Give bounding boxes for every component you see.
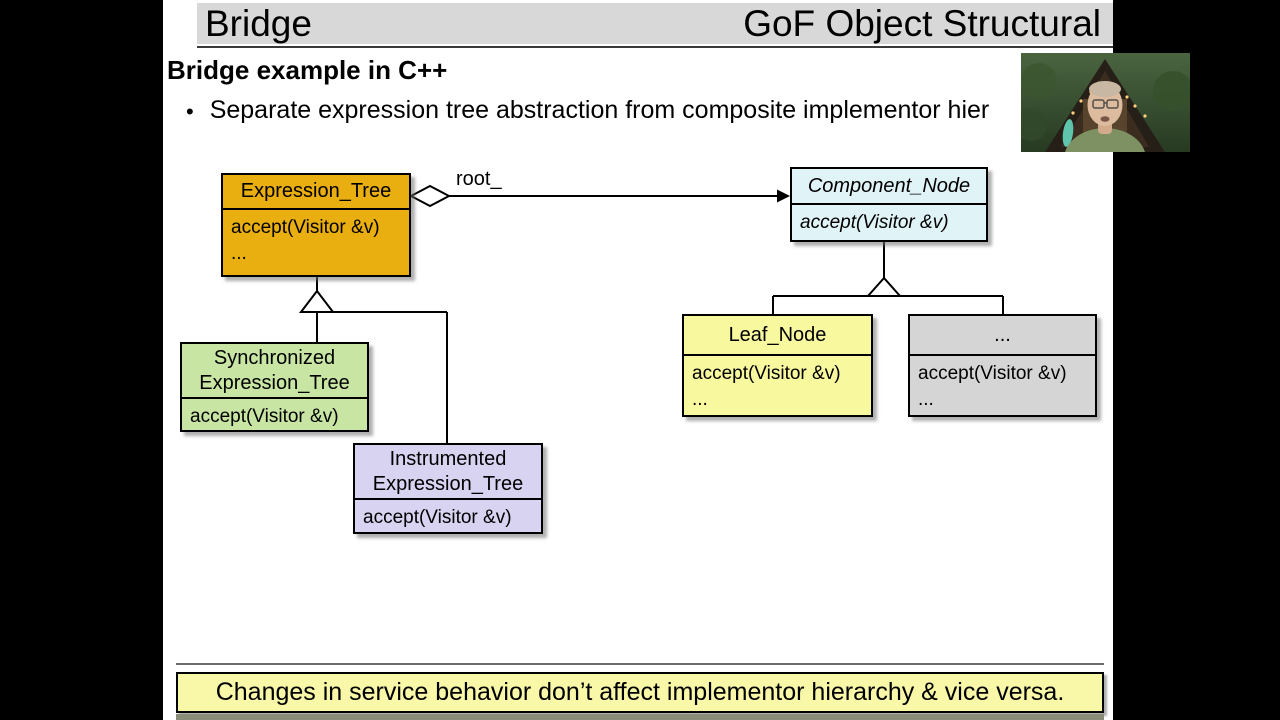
class-methods: accept(Visitor &v) ...	[223, 210, 409, 266]
class-name-line: Expression_Tree	[372, 472, 524, 495]
foliage	[1153, 71, 1190, 111]
class-method: ...	[231, 242, 247, 264]
class-component-node: Component_Node accept(Visitor &v)	[790, 167, 988, 242]
class-methods: accept(Visitor &v)	[355, 500, 541, 531]
slide-heading: Bridge example in C++	[167, 55, 448, 85]
presenter-mouth	[1100, 116, 1110, 122]
class-other-node: ... accept(Visitor &v) ...	[908, 314, 1097, 417]
class-method: accept(Visitor &v)	[363, 507, 512, 528]
class-methods: accept(Visitor &v) ...	[684, 356, 871, 412]
foliage	[1021, 109, 1047, 141]
presenter-video	[1021, 53, 1190, 152]
footer-divider	[176, 663, 1104, 665]
class-name-line: Expression_Tree	[199, 371, 350, 394]
class-method: ...	[692, 388, 708, 410]
presenter-hair	[1089, 81, 1121, 97]
class-name: ...	[910, 316, 1095, 356]
surfboard	[1062, 119, 1074, 147]
class-instrumented-expression-tree: Instrumented Expression_Tree accept(Visi…	[353, 443, 543, 534]
title-divider	[197, 46, 1113, 48]
class-method: accept(Visitor &v)	[231, 217, 380, 238]
class-expression-tree: Expression_Tree accept(Visitor &v) ...	[221, 173, 411, 277]
bullet-icon: •	[186, 99, 194, 124]
class-leaf-node: Leaf_Node accept(Visitor &v) ...	[682, 314, 873, 417]
pattern-category: GoF Object Structural	[743, 3, 1101, 44]
presenter-shirt	[1065, 128, 1145, 152]
association-role-label: root_	[456, 168, 502, 190]
class-method: ...	[918, 388, 934, 410]
takeaway-banner: Changes in service behavior don’t affect…	[176, 672, 1104, 713]
class-name-line: Instrumented	[389, 447, 507, 470]
class-name-line: Synchronized	[213, 346, 336, 369]
pattern-title: Bridge	[205, 3, 312, 44]
class-method: accept(Visitor &v)	[918, 363, 1067, 384]
bullet-item: • Separate expression tree abstraction f…	[186, 96, 989, 128]
class-name: Leaf_Node	[684, 316, 871, 356]
class-method: accept(Visitor &v)	[800, 212, 949, 233]
class-name: Synchronized Expression_Tree	[182, 344, 367, 399]
class-method: accept(Visitor &v)	[190, 406, 339, 427]
bullet-text: Separate expression tree abstraction fro…	[209, 96, 990, 124]
class-methods: accept(Visitor &v) ...	[910, 356, 1095, 412]
class-name: Expression_Tree	[223, 175, 409, 210]
class-methods: accept(Visitor &v)	[792, 205, 986, 236]
class-methods: accept(Visitor &v)	[182, 399, 367, 430]
foliage	[1021, 63, 1057, 99]
bottom-edge-strip	[176, 714, 1104, 720]
class-method: accept(Visitor &v)	[692, 363, 841, 384]
class-synchronized-expression-tree: Synchronized Expression_Tree accept(Visi…	[180, 342, 369, 432]
slide-title-bar: Bridge GoF Object Structural	[197, 3, 1113, 44]
webcam-overlay	[1021, 53, 1190, 152]
class-name: Instrumented Expression_Tree	[355, 445, 541, 500]
presenter-glasses	[1092, 99, 1119, 109]
takeaway-text: Changes in service behavior don’t affect…	[215, 678, 1065, 706]
class-name: Component_Node	[792, 169, 986, 205]
